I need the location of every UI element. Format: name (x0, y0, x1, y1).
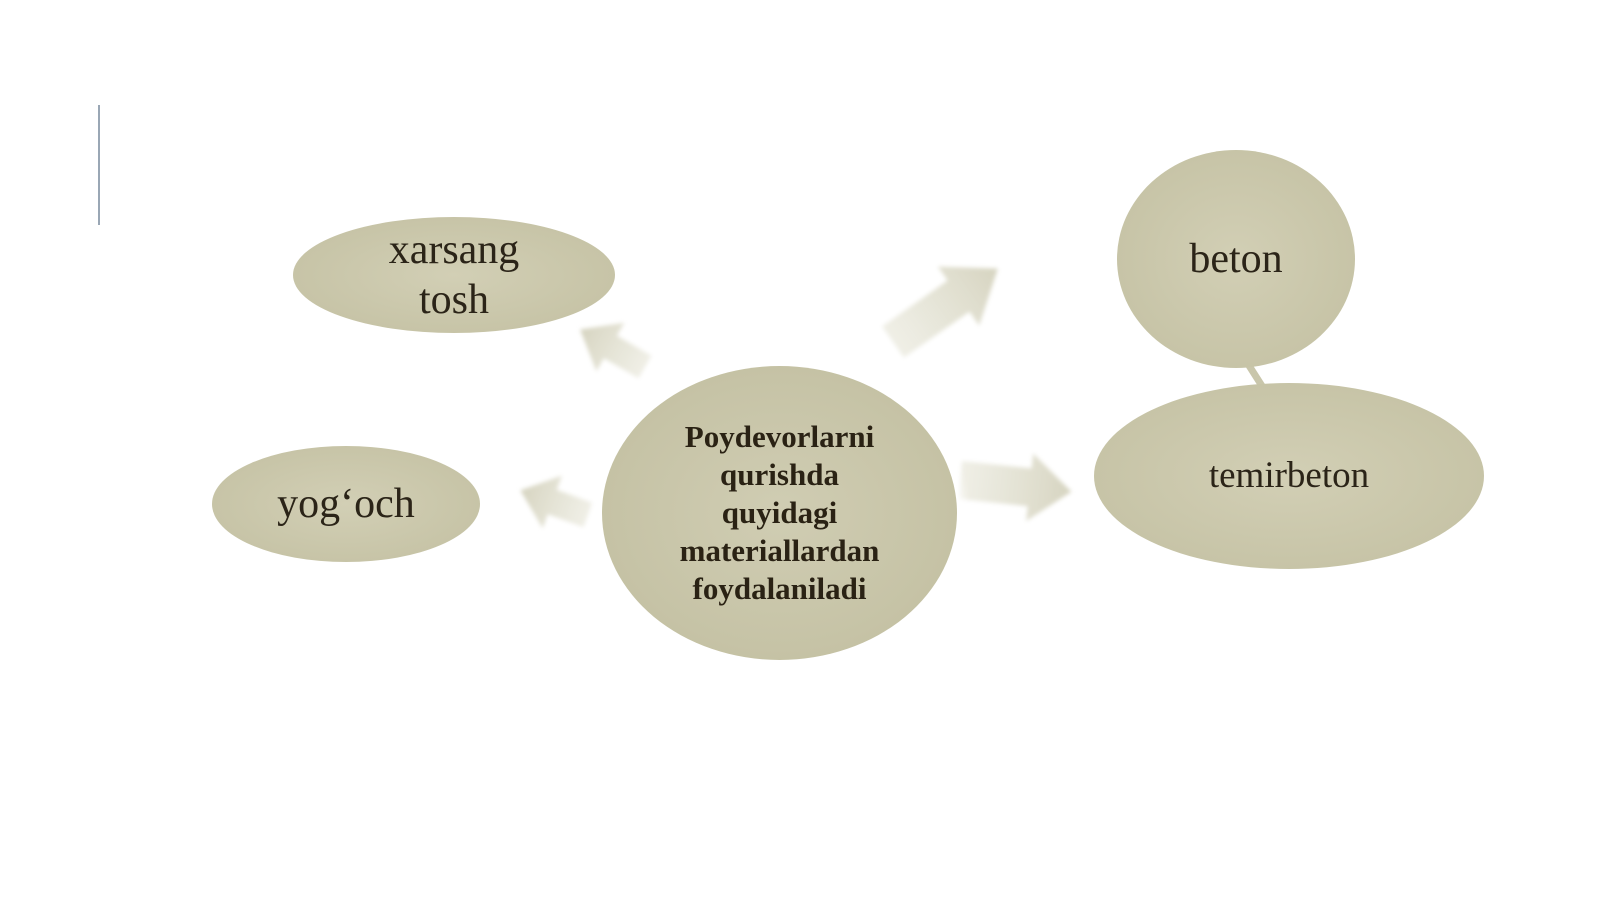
center-node: Poydevorlarni qurishda quyidagi material… (602, 366, 957, 660)
node-yogoch-label: yog‘och (277, 481, 415, 527)
node-yogoch: yog‘och (212, 446, 480, 562)
node-xarsang-tosh-label: xarsang tosh (388, 227, 520, 323)
node-xarsang-tosh: xarsang tosh (293, 217, 615, 333)
arrow-to-xarsang-tosh (580, 322, 652, 379)
node-temirbeton-label: temirbeton (1208, 455, 1370, 496)
accent-line (98, 105, 100, 225)
arrow-to-yogoch (520, 475, 593, 529)
arrow-to-temirbeton (958, 453, 1072, 522)
node-beton: beton (1117, 150, 1355, 368)
arrow-to-beton (882, 266, 998, 358)
node-temirbeton: temirbeton (1094, 383, 1484, 569)
connector-beton-temirbeton (1244, 360, 1266, 390)
center-node-label: Poydevorlarni qurishda quyidagi material… (679, 419, 880, 606)
node-beton-label: beton (1189, 236, 1283, 282)
